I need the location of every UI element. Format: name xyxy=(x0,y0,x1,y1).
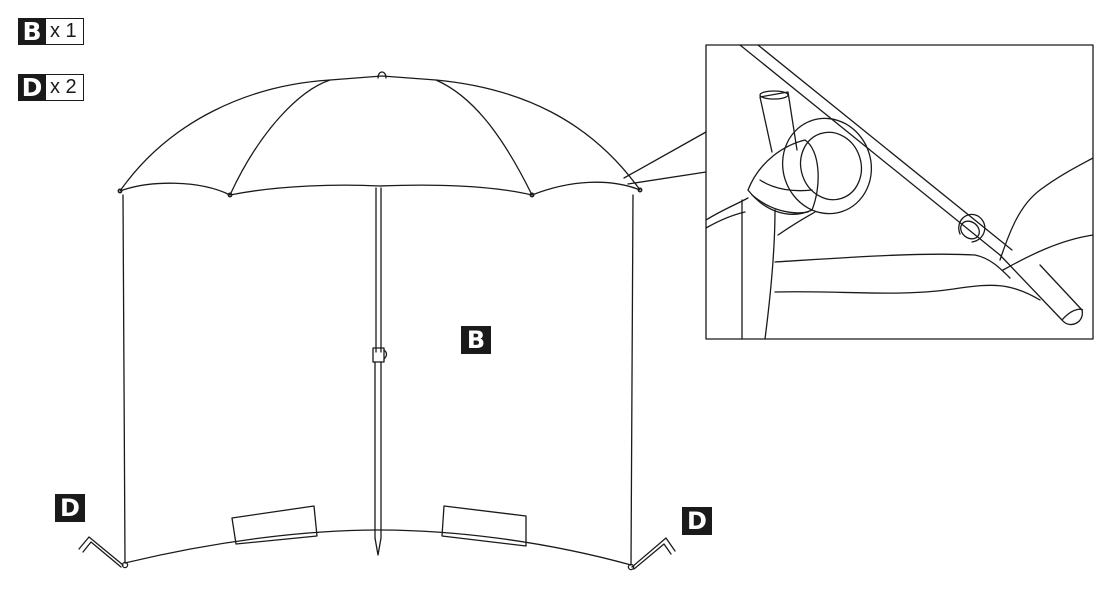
zoom-connector-upper xyxy=(623,131,707,179)
peg-right xyxy=(631,537,676,570)
peg-left xyxy=(78,536,124,568)
umbrella-canopy xyxy=(117,71,643,198)
detail-inset xyxy=(705,44,1094,340)
umbrella-pole xyxy=(372,187,388,556)
skirt-windows xyxy=(231,505,527,547)
umbrella-walls xyxy=(121,194,635,571)
part-letter-b: B xyxy=(18,18,46,45)
label-peg-right-d: D xyxy=(682,507,712,535)
part-qty-b: x 1 xyxy=(46,18,84,45)
part-qty-d: x 2 xyxy=(46,74,84,101)
zoom-connector-lower xyxy=(627,171,707,185)
part-letter-d: D xyxy=(18,74,46,101)
label-peg-left-d: D xyxy=(55,494,85,522)
label-umbrella-b: B xyxy=(461,326,491,354)
